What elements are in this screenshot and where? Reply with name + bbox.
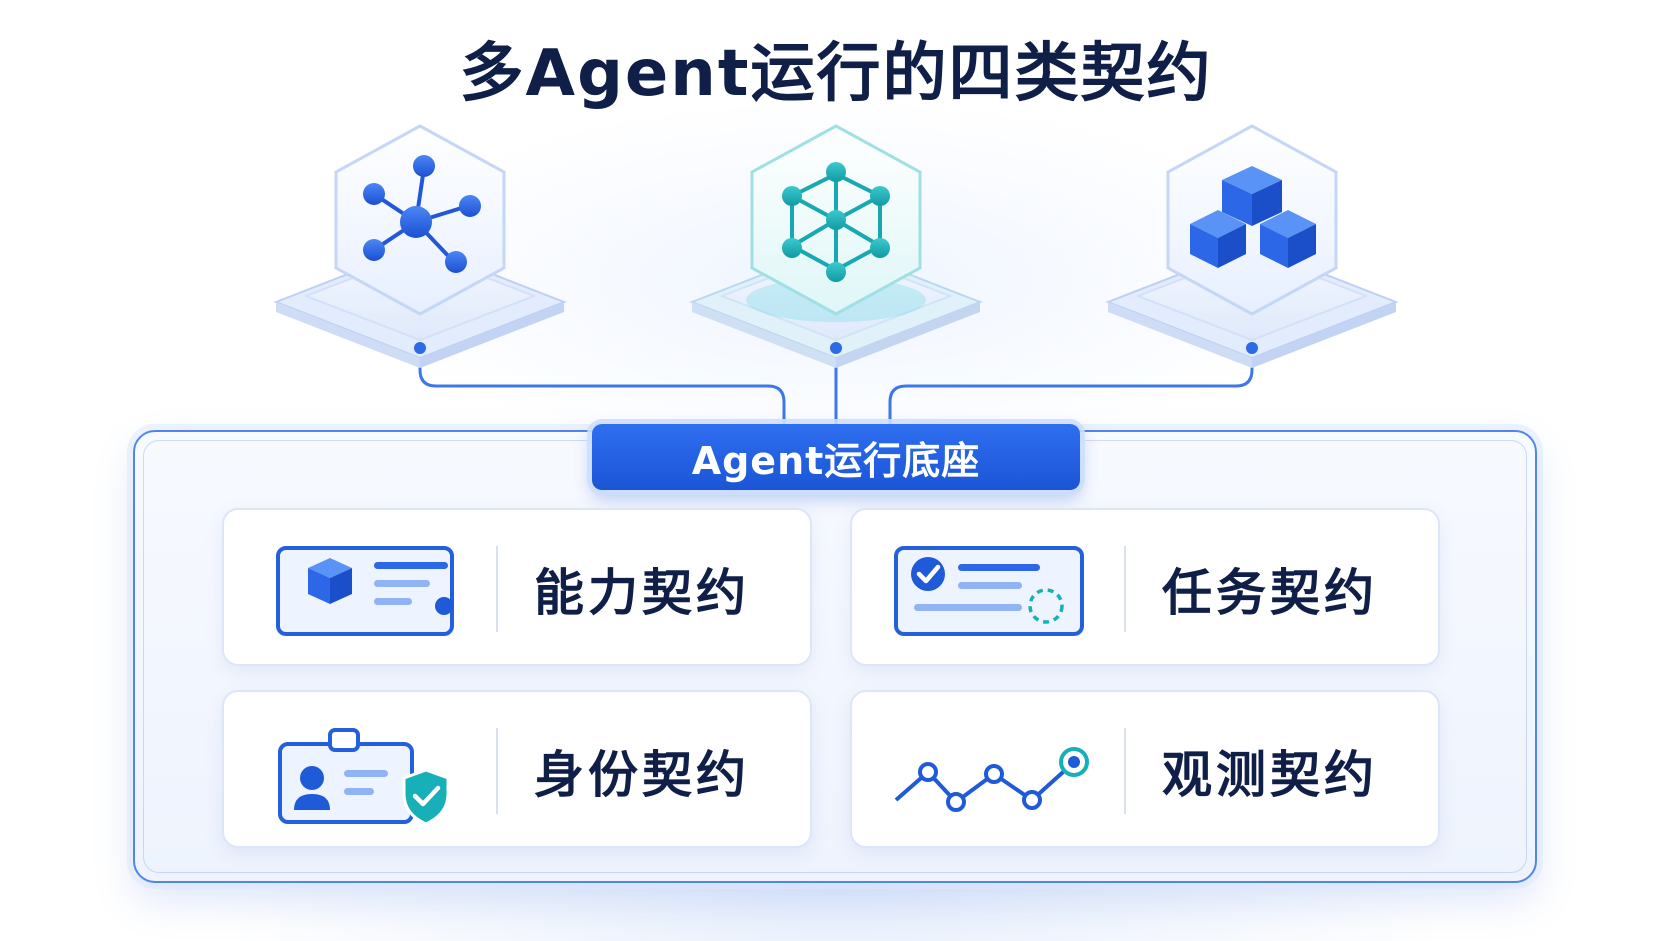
mesh-graph-icon — [782, 162, 890, 282]
task-checklist-icon — [894, 546, 1084, 636]
capability-card-icon — [276, 546, 454, 636]
contract-label: 任务契约 — [1162, 564, 1378, 622]
agent-network-hub — [273, 124, 567, 368]
card-divider — [1124, 546, 1126, 632]
connector-dot — [1246, 342, 1258, 354]
connector-left — [418, 348, 786, 424]
page-title: 多Agent运行的四类契约 — [459, 37, 1213, 111]
contract-card-identity: 身份契约 — [222, 690, 812, 848]
observability-line-icon — [894, 747, 1089, 812]
agent-mesh-graph — [689, 124, 983, 368]
agent-stacked-cubes — [1105, 124, 1399, 368]
network-hub-icon — [363, 155, 481, 273]
identity-badge-icon — [278, 728, 450, 826]
card-divider — [496, 728, 498, 814]
stacked-cubes-icon — [1190, 166, 1316, 268]
platform-label: Agent运行底座 — [592, 424, 1080, 490]
contract-label: 观测契约 — [1162, 746, 1378, 804]
connector-dot — [830, 342, 842, 354]
card-divider — [1124, 728, 1126, 814]
connector-dot — [414, 342, 426, 354]
contract-label: 能力契约 — [534, 564, 750, 622]
contract-card-observability: 观测契约 — [850, 690, 1440, 848]
connector-right — [888, 348, 1254, 424]
contract-card-capability: 能力契约 — [222, 508, 812, 666]
contract-card-task: 任务契约 — [850, 508, 1440, 666]
contract-label: 身份契约 — [534, 746, 750, 804]
card-divider — [496, 546, 498, 632]
